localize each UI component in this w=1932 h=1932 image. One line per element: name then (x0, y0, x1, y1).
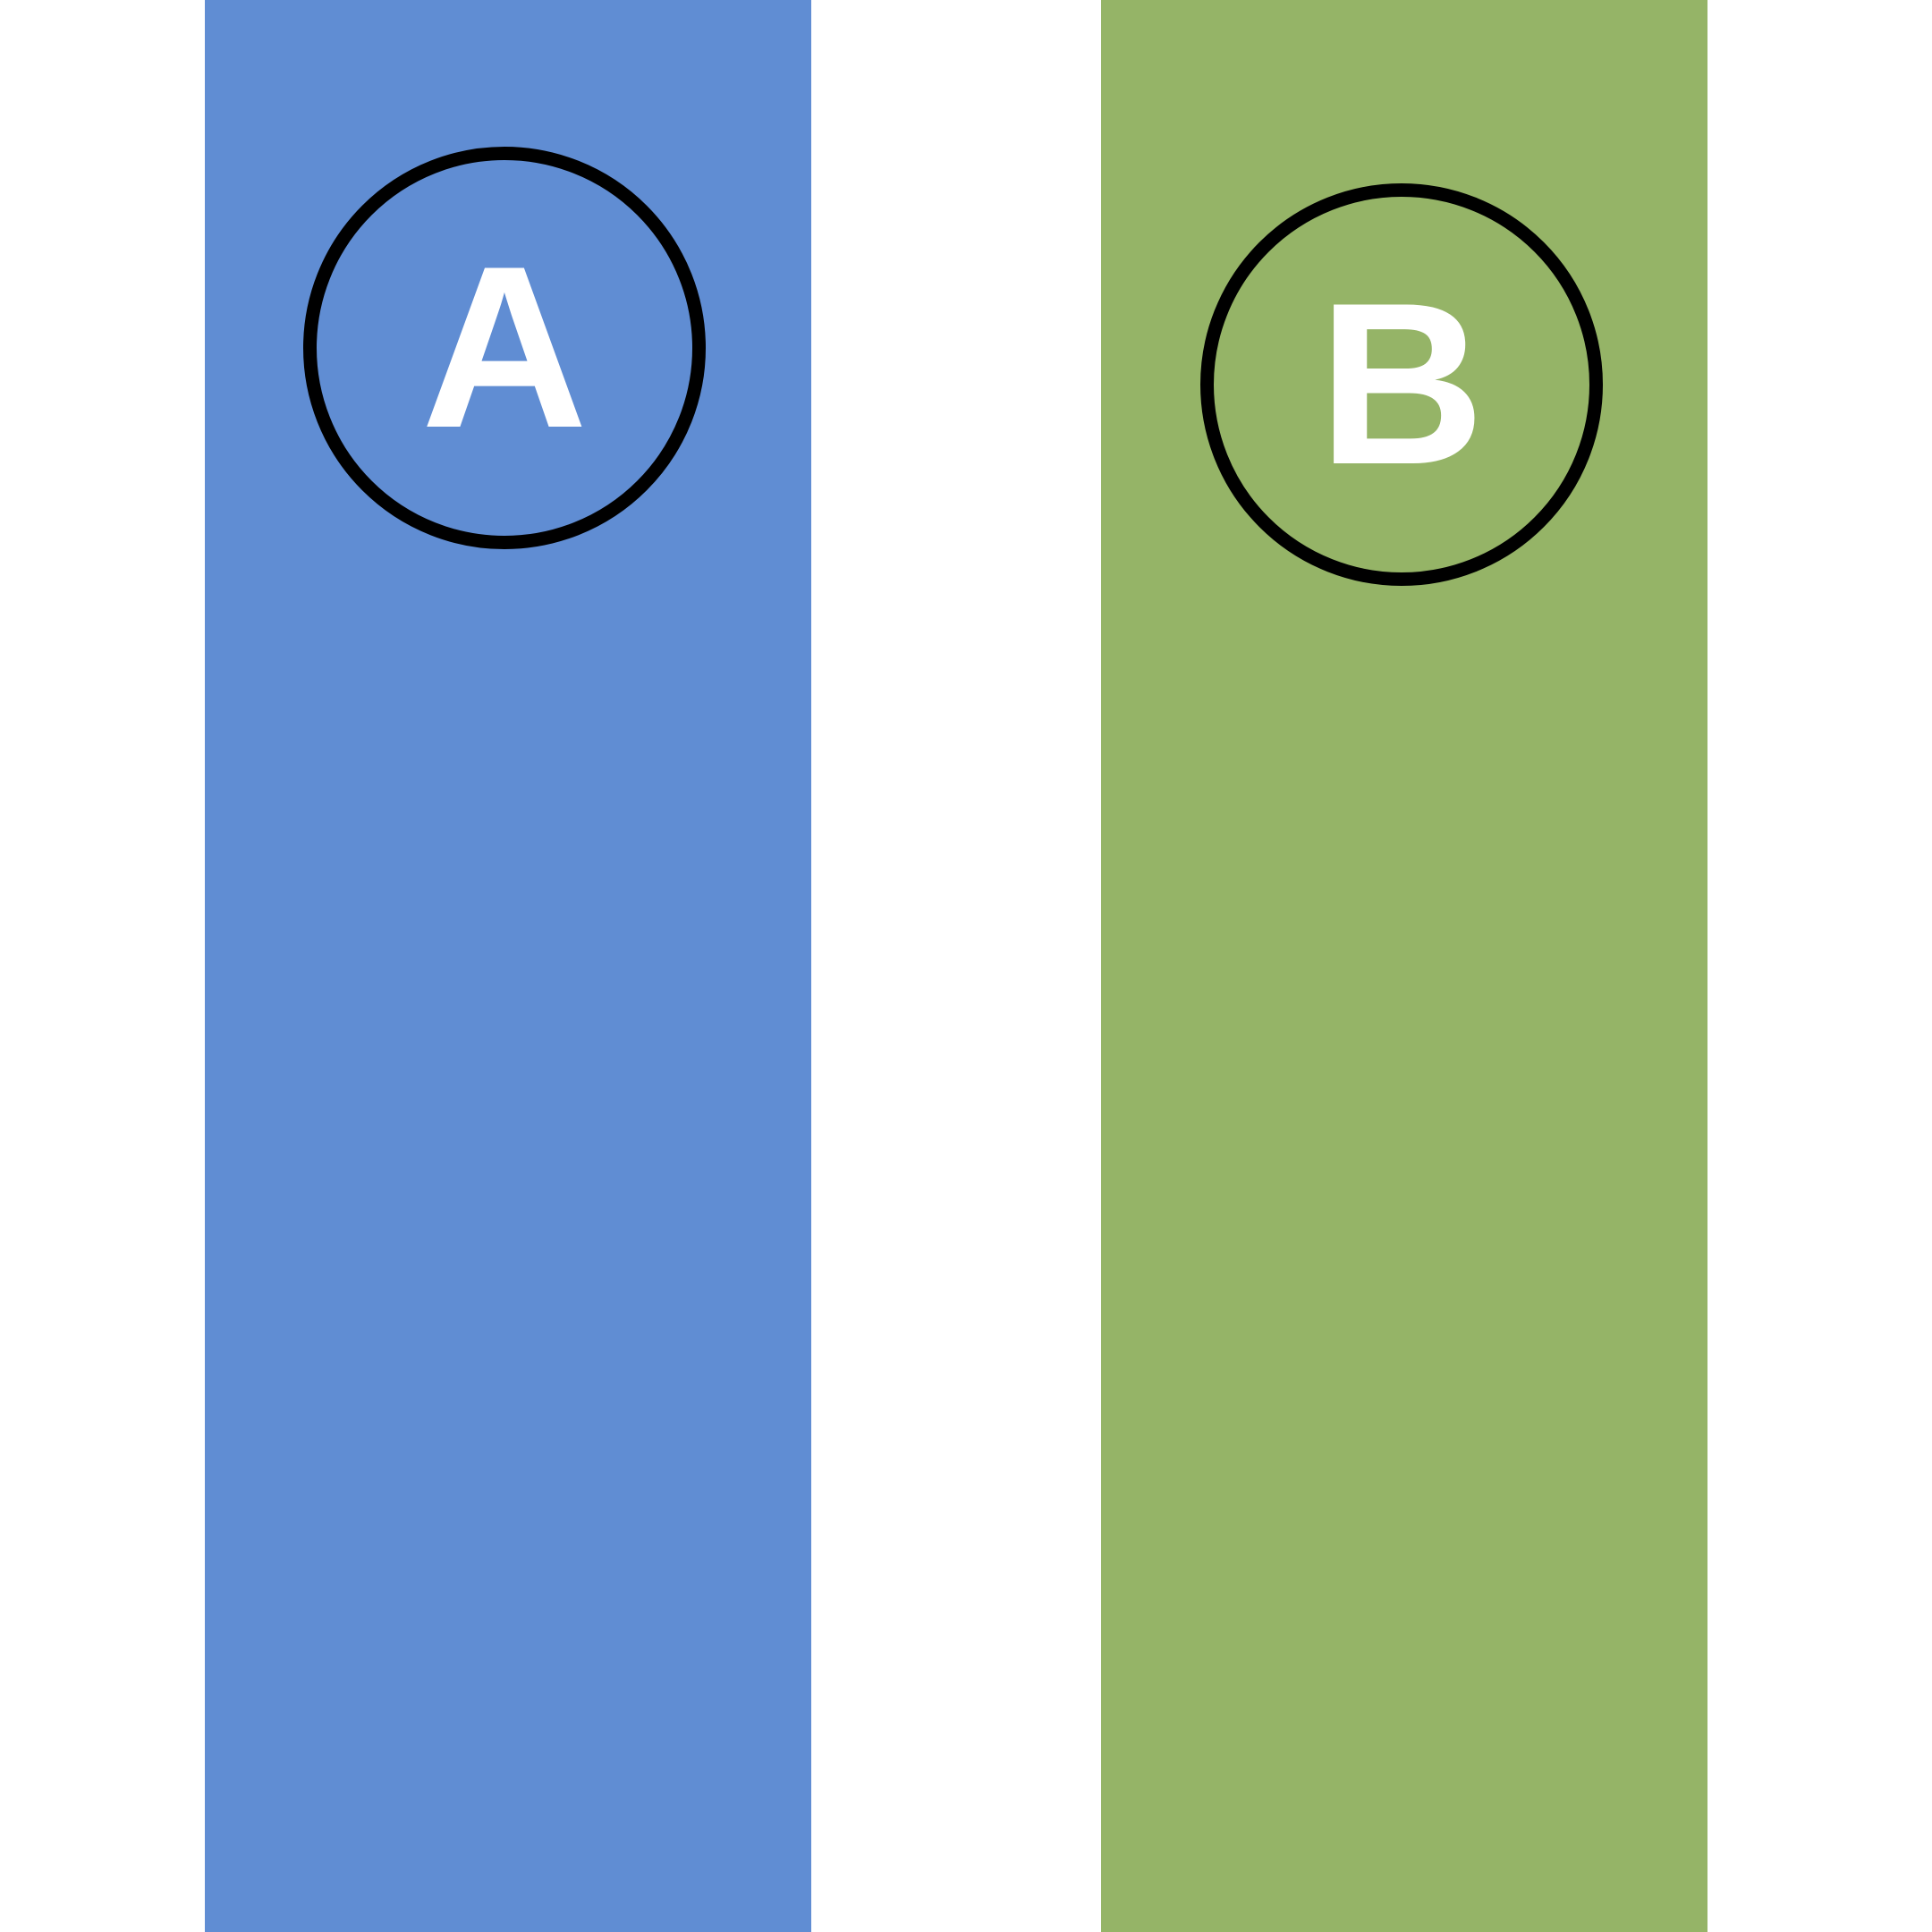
column-a-label: A (420, 217, 589, 476)
column-a-label-circle: A (303, 147, 706, 549)
column-a: A (205, 0, 811, 1932)
column-b-label-circle: B (1200, 183, 1603, 586)
column-b-label: B (1318, 254, 1486, 513)
column-b: B (1101, 0, 1707, 1932)
